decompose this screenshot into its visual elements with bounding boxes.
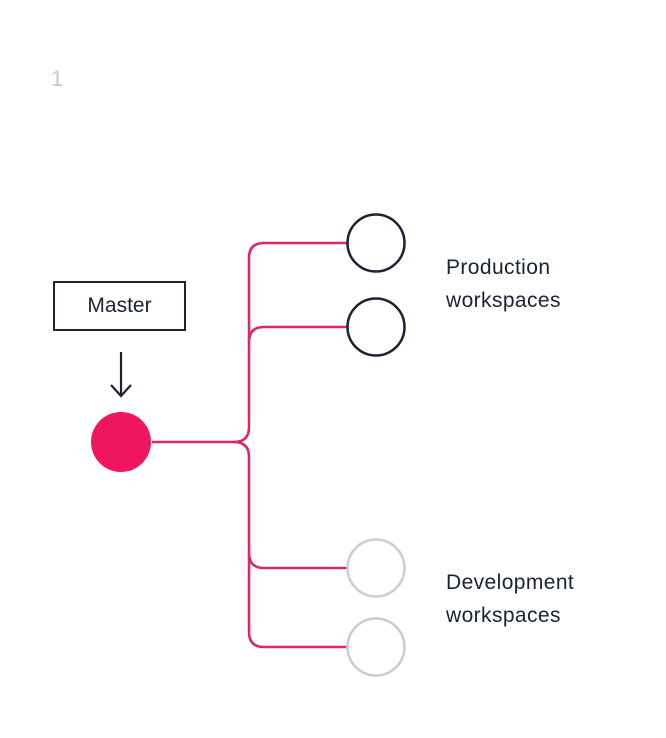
master-label: Master: [87, 294, 152, 317]
branch-line-development-1: [233, 440, 348, 649]
branch-line-production-2: [247, 325, 348, 343]
master-label-box: Master: [53, 281, 186, 331]
production-label-line2: workspaces: [446, 289, 561, 312]
development-label-line1: Development: [446, 571, 575, 594]
development-label-line2: workspaces: [446, 604, 561, 627]
branch-line-development-2: [247, 552, 348, 570]
development-node-2: [346, 617, 406, 677]
branch-line-production-1: [233, 241, 348, 444]
production-node-1: [346, 213, 406, 273]
production-label-line1: Production: [446, 256, 551, 279]
production-workspaces-label: Production workspaces: [446, 251, 561, 317]
master-node: [91, 412, 151, 472]
development-workspaces-label: Development workspaces: [446, 566, 574, 632]
down-arrow-icon: [110, 352, 132, 398]
development-node-1: [346, 538, 406, 598]
step-number: 1: [51, 66, 64, 91]
production-node-2: [346, 297, 406, 357]
